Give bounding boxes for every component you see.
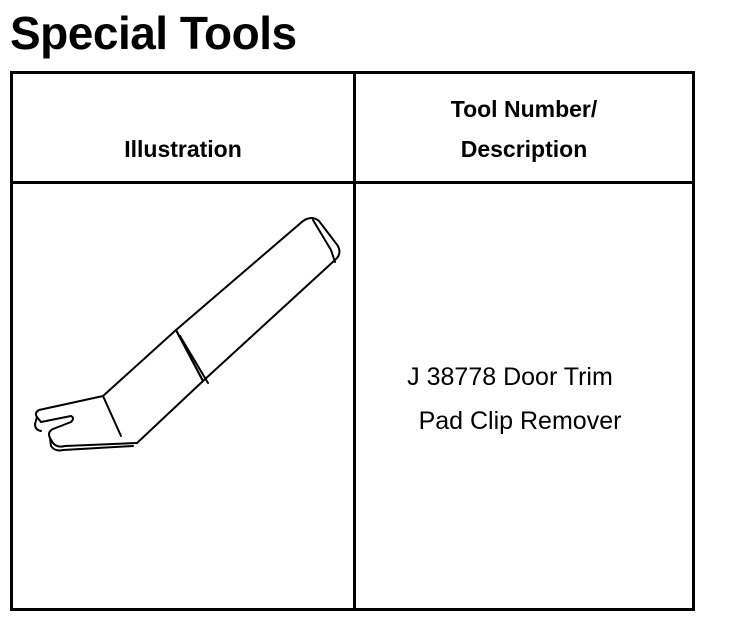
header-description-label: Description <box>460 136 588 162</box>
door-trim-pad-clip-remover-tool-icon <box>34 217 341 452</box>
column-divider <box>353 74 356 608</box>
special-tools-table: Illustration Tool Number/ Description <box>10 71 695 611</box>
header-illustration-label: Illustration <box>124 136 242 162</box>
header-tool-number-description: Tool Number/ Description <box>356 74 692 181</box>
tool-description: Pad Clip Remover <box>418 407 622 435</box>
header-illustration: Illustration <box>13 74 353 181</box>
tool-number: J 38778 Door Trim <box>407 363 613 391</box>
page-title: Special Tools <box>10 7 297 59</box>
table-row-description: J 38778 Door Trim Pad Clip Remover <box>356 184 692 608</box>
header-divider <box>13 181 692 184</box>
table-row-illustration <box>13 184 353 608</box>
header-tool-number-label: Tool Number/ <box>450 96 598 122</box>
